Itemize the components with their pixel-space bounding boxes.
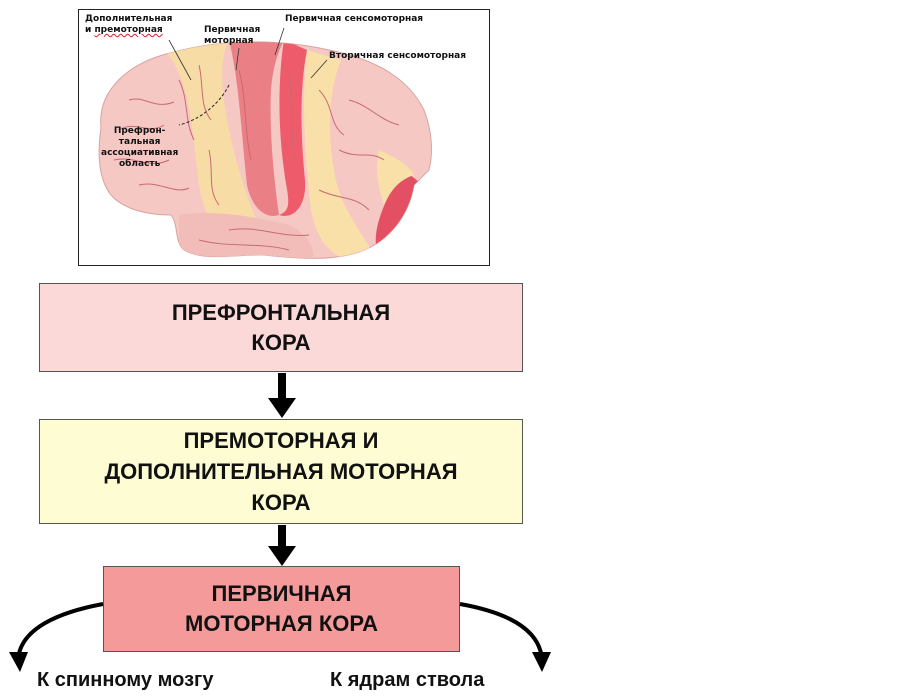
brain-gyri (113, 64, 400, 251)
label-supplementary: Дополнительная и премоторная (85, 14, 173, 35)
dashed-boundary (178, 84, 230, 126)
label-to-brainstem-nuclei: К ядрам ствола (330, 669, 485, 691)
label-to-spinal-cord: К спинному мозгу (37, 669, 214, 691)
brain-illustration (98, 27, 432, 259)
arrow-to-spinal-cord (9, 602, 104, 672)
arrow-prefrontal-to-premotor (268, 373, 296, 418)
arrow-to-brainstem (459, 602, 551, 672)
premotor-cortex-box: ПРЕМОТОРНАЯ И ДОПОЛНИТЕЛЬНАЯ МОТОРНАЯ КО… (39, 419, 523, 524)
label-primary-motor: Первичная моторная (204, 25, 261, 46)
label-primary-sensorimotor: Первичная сенсомоторная (285, 14, 424, 24)
arrow-premotor-to-primary (268, 525, 296, 566)
brain-figure: Дополнительная и премоторная Первичная м… (78, 9, 490, 266)
label-prefrontal-area: Префрон- тальная ассоциативная область (101, 126, 179, 169)
label-secondary-sensorimotor: Вторичная сенсомоторная (329, 51, 467, 61)
prefrontal-cortex-box: ПРЕФРОНТАЛЬНАЯ КОРА (39, 283, 523, 372)
primary-motor-cortex-box: ПЕРВИЧНАЯ МОТОРНАЯ КОРА (103, 566, 460, 652)
premotor-cortex-label: ПРЕМОТОРНАЯ И ДОПОЛНИТЕЛЬНАЯ МОТОРНАЯ КО… (104, 428, 458, 515)
prefrontal-cortex-label: ПРЕФРОНТАЛЬНАЯ КОРА (171, 299, 391, 355)
primary-motor-cortex-label: ПЕРВИЧНАЯ МОТОРНАЯ КОРА (185, 581, 378, 636)
